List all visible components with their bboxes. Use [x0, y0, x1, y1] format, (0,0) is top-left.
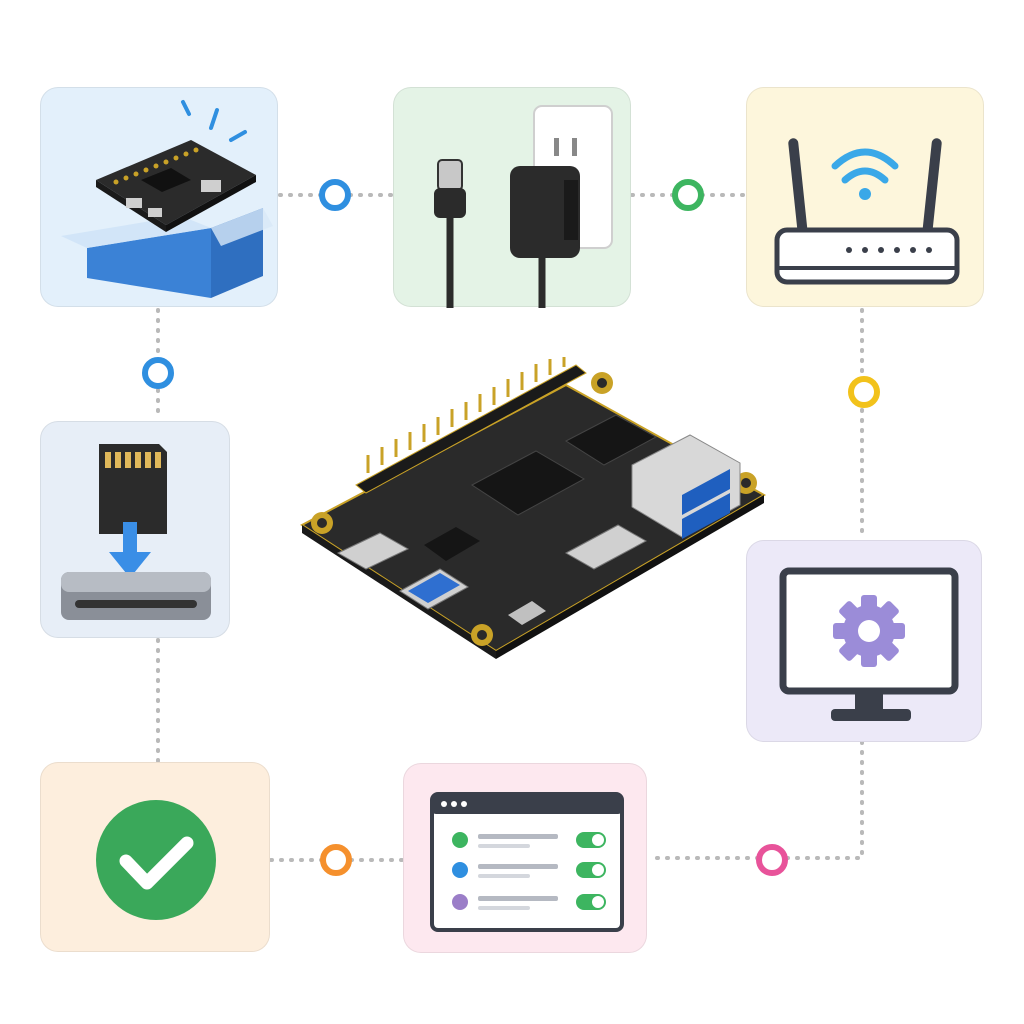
step-card-done: [40, 762, 270, 952]
connector-node: [756, 844, 788, 876]
microsd-card-insert-icon: [61, 444, 211, 620]
connector-node: [319, 179, 351, 211]
monitor-settings-icon: [779, 567, 959, 721]
list-item: [452, 832, 606, 848]
check-circle-icon: [96, 800, 216, 920]
wifi-router-icon: [774, 138, 960, 285]
step-card-configure: [746, 540, 982, 742]
list-item: [452, 894, 606, 910]
settings-window-icon: [430, 792, 624, 932]
gear-icon: [833, 595, 905, 667]
step-card-apps: [403, 763, 647, 953]
connector-node: [320, 844, 352, 876]
connector-node: [848, 376, 880, 408]
connector-configure-apps: [646, 740, 864, 860]
step-card-flash: [40, 421, 230, 638]
single-board-computer-icon: [300, 357, 767, 659]
list-item: [452, 862, 606, 878]
connector-node: [672, 179, 704, 211]
board-in-box-icon: [61, 100, 273, 298]
step-card-network: [746, 87, 984, 307]
connector-node: [142, 357, 174, 389]
usb-c-power-adapter-icon: [434, 105, 613, 308]
step-card-unbox: [40, 87, 278, 307]
step-card-power: [393, 87, 631, 308]
